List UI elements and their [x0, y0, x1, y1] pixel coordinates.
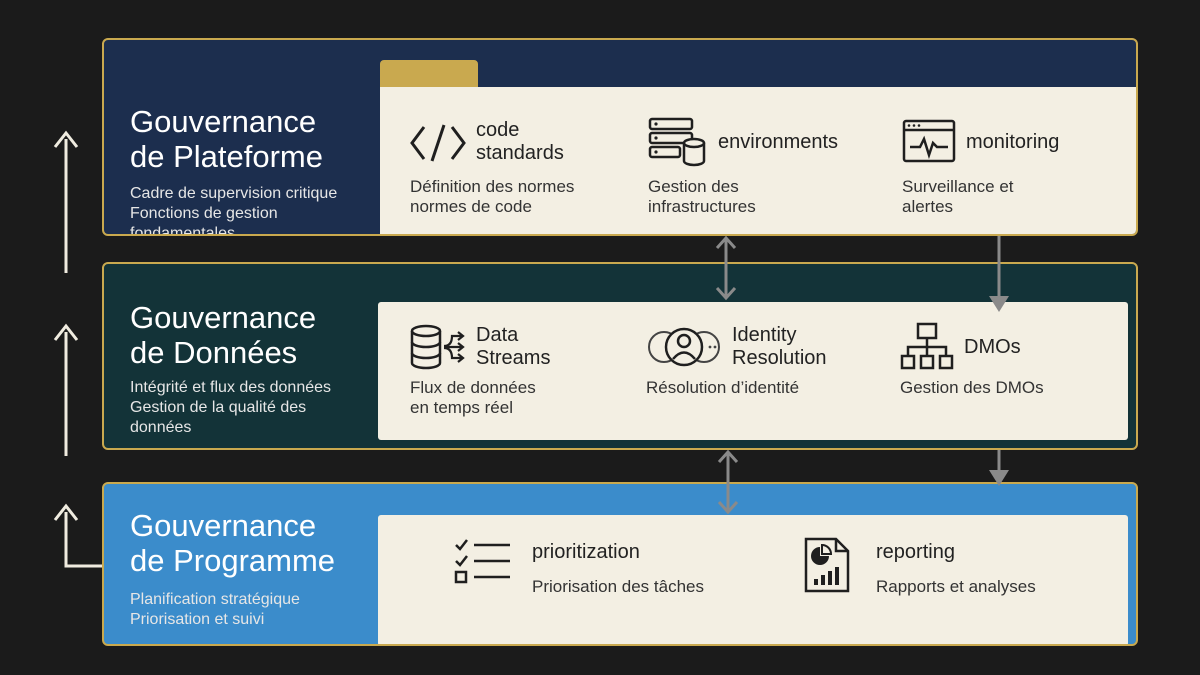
checklist-icon	[454, 539, 510, 584]
data-title: Gouvernance de Données	[130, 300, 316, 370]
item-monitoring: monitoring Surveillance et alertes	[902, 119, 1122, 219]
item-environments: environments Gestion des infrastructures	[648, 117, 878, 221]
program-title-line1: Gouvernance	[130, 508, 317, 543]
program-desc-line1: Planification stratégique	[130, 591, 300, 608]
data-title-line2: de Données	[130, 335, 298, 370]
program-title-line2: de Programme	[130, 543, 336, 578]
server-database-icon	[648, 117, 706, 167]
monitoring-desc: Surveillance et alertes	[902, 177, 1014, 216]
item-data-streams: Data Streams Flux de données en temps ré…	[410, 324, 630, 424]
code-standards-label: code standards	[476, 119, 564, 164]
environments-desc: Gestion des infrastructures	[648, 177, 756, 216]
platform-desc-line3: fondamentales	[130, 225, 235, 236]
bidirectional-arrow-platform-data	[715, 235, 737, 301]
item-identity-resolution: Identity Resolution Résolution d’identit…	[646, 324, 886, 424]
up-arrow-platform	[53, 130, 79, 273]
item-dmos: DMOs Gestion des DMOs	[900, 322, 1110, 422]
database-stream-icon	[410, 324, 465, 370]
data-streams-label: Data Streams	[476, 324, 551, 369]
report-chart-icon	[804, 537, 850, 593]
data-desc-line1: Intégrité et flux des données	[130, 379, 332, 396]
item-prioritization: prioritization Priorisation des tâches	[454, 537, 754, 627]
platform-desc-line2: Fonctions de gestion	[130, 205, 278, 222]
platform-title: Gouvernance de Plateforme	[130, 104, 323, 174]
identity-icon	[648, 327, 720, 367]
platform-title-line2: de Plateforme	[130, 139, 323, 174]
platform-governance-layer: Gouvernance de Plateforme Cadre de super…	[102, 38, 1138, 236]
program-panel: prioritization Priorisation des tâches r…	[378, 515, 1128, 644]
platform-title-line1: Gouvernance	[130, 104, 317, 139]
program-desc-line2: Priorisation et suivi	[130, 611, 265, 628]
data-desc-line3: données	[130, 419, 192, 436]
data-desc-line2: Gestion de la qualité des	[130, 399, 307, 416]
prioritization-label: prioritization	[532, 541, 640, 563]
reporting-desc: Rapports et analyses	[876, 577, 1036, 596]
monitor-pulse-icon	[902, 119, 956, 163]
reporting-label: reporting	[876, 541, 955, 563]
data-governance-layer: Gouvernance de Données Intégrité et flux…	[102, 262, 1138, 450]
program-description: Planification stratégique Priorisation e…	[130, 590, 300, 630]
prioritization-desc: Priorisation des tâches	[532, 577, 704, 596]
program-governance-layer: Gouvernance de Programme Planification s…	[102, 482, 1138, 646]
up-arrow-data	[53, 323, 79, 456]
code-icon	[410, 124, 466, 162]
data-panel: Data Streams Flux de données en temps ré…	[378, 302, 1128, 440]
hierarchy-icon	[900, 322, 954, 370]
data-title-line1: Gouvernance	[130, 300, 317, 335]
data-streams-desc: Flux de données en temps réel	[410, 378, 536, 417]
dmos-label: DMOs	[964, 336, 1021, 358]
platform-panel: code standards Définition des normes nor…	[380, 87, 1136, 234]
monitoring-label: monitoring	[966, 131, 1060, 153]
item-code-standards: code standards Définition des normes nor…	[410, 119, 630, 221]
environments-label: environments	[718, 131, 839, 153]
down-arrow-data-program	[989, 450, 1009, 486]
platform-description: Cadre de supervision critique Fonctions …	[130, 184, 338, 236]
data-description: Intégrité et flux des données Gestion de…	[130, 378, 331, 438]
item-reporting: reporting Rapports et analyses	[804, 537, 1084, 627]
dmos-desc: Gestion des DMOs	[900, 378, 1044, 397]
down-arrow-monitoring-dmos	[989, 236, 1009, 312]
bidirectional-arrow-data-program	[717, 449, 739, 515]
platform-desc-line1: Cadre de supervision critique	[130, 185, 338, 202]
up-arrow-program	[53, 503, 102, 568]
identity-resolution-desc: Résolution d’identité	[646, 378, 800, 397]
program-title: Gouvernance de Programme	[130, 508, 335, 578]
code-standards-desc: Définition des normes normes de code	[410, 177, 575, 216]
identity-resolution-label: Identity Resolution	[732, 324, 827, 369]
